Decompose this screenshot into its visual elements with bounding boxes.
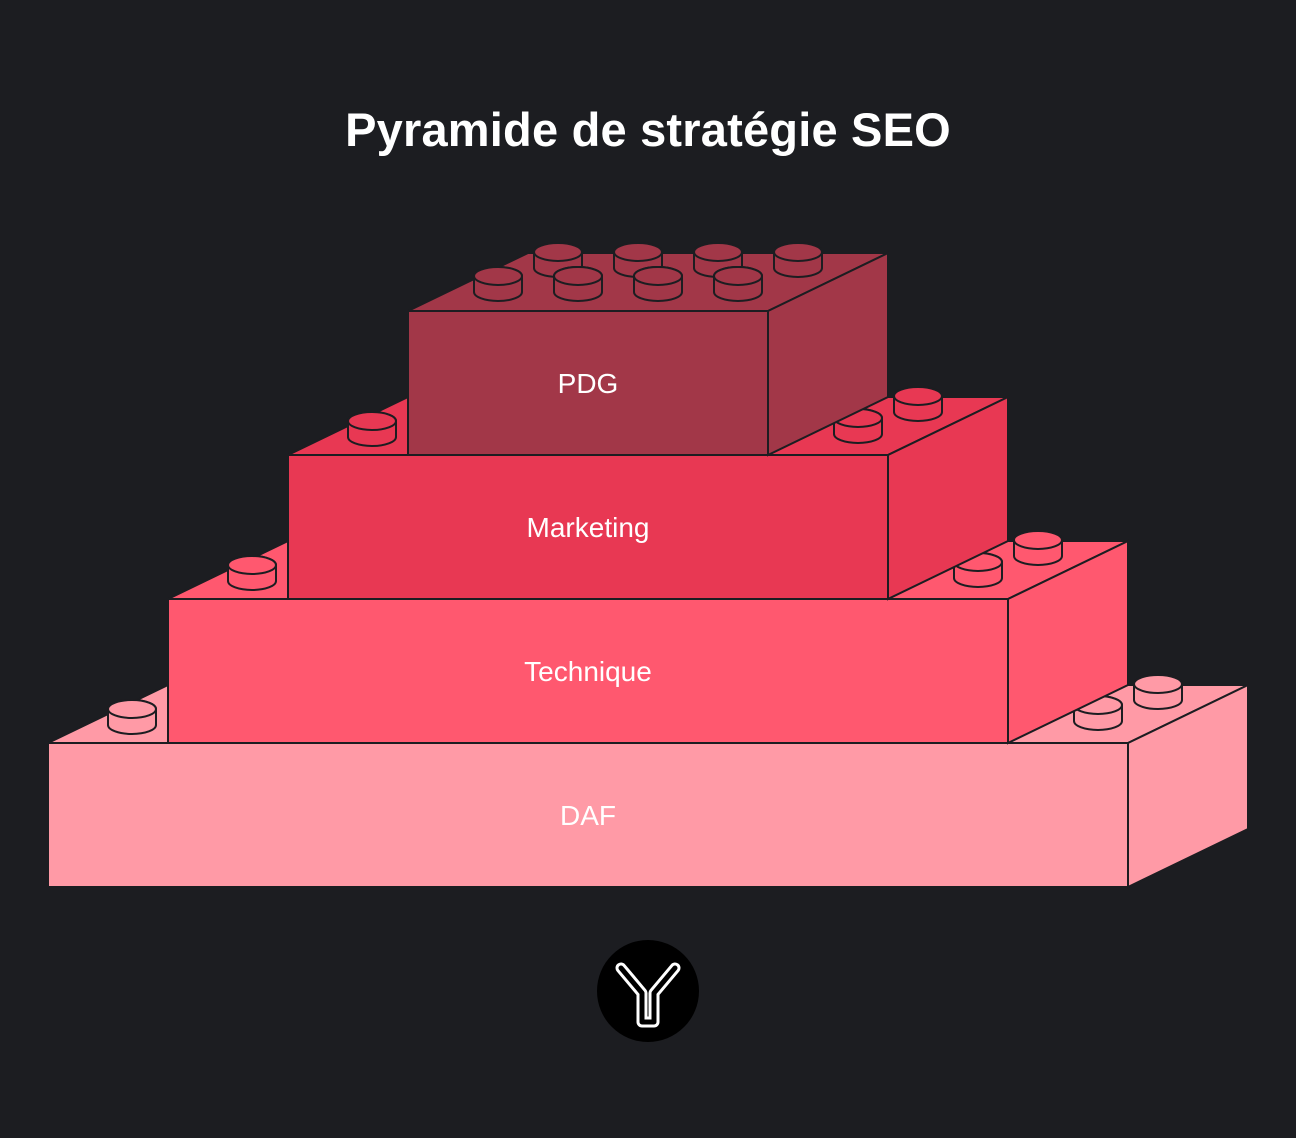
stud (773, 242, 823, 278)
stud (713, 266, 763, 302)
stud (633, 266, 683, 302)
stud (347, 411, 397, 447)
brick-pdg-front (407, 310, 769, 456)
stud (1013, 530, 1063, 566)
stud (473, 266, 523, 302)
brick-pdg (407, 242, 889, 457)
label-pdg: PDG (558, 368, 619, 399)
label-daf: DAF (560, 800, 616, 831)
stud (107, 699, 157, 735)
brick-daf-front (47, 742, 1129, 888)
brick-marketing-front (287, 454, 889, 600)
stud (227, 555, 277, 591)
page-title: Pyramide de stratégie SEO (345, 103, 951, 156)
stud (553, 266, 603, 302)
y-logo-icon (597, 940, 699, 1042)
stud (893, 386, 943, 422)
label-technique: Technique (524, 656, 652, 687)
label-marketing: Marketing (527, 512, 650, 543)
stud (1133, 674, 1183, 710)
